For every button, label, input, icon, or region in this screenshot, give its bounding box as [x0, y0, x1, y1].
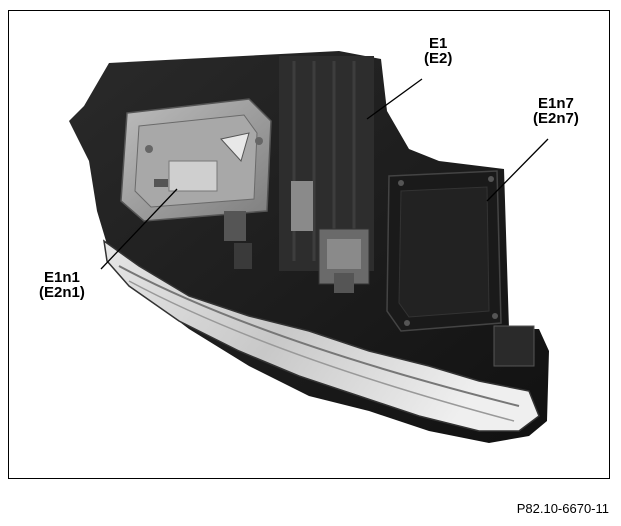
center-connector [318, 228, 370, 293]
callout-e1n1-main: E1n1 [43, 269, 80, 286]
photo-frame: E1 (E2) E1n7 (E2n7) E1n1 (E2n1) [8, 10, 610, 479]
figure-code: P82.10-6670-11 [516, 501, 609, 516]
callout-e1n7-alt: (E2n7) [533, 110, 579, 127]
leader-e1n1 [100, 188, 178, 270]
callout-e1-main: E1 [428, 35, 448, 52]
callout-e1n7-main: E1n7 [537, 95, 574, 112]
mounting-bracket [224, 211, 246, 241]
ballast-label [168, 160, 218, 192]
housing-clip [291, 181, 313, 231]
warning-triangle [220, 132, 250, 163]
leader-e1 [366, 78, 423, 120]
control-unit [386, 170, 502, 332]
callout-e1n1-alt: (E2n1) [39, 284, 85, 301]
connector-left [234, 243, 252, 269]
callout-e1: E1 (E2) [422, 35, 455, 67]
callout-e1n1: E1n1 (E2n1) [37, 269, 87, 301]
callout-e1-alt: (E2) [424, 50, 453, 67]
lens-edge [118, 265, 520, 407]
leader-e1n7 [486, 138, 549, 202]
ballast-module [120, 98, 272, 222]
headlamp-photo [69, 51, 549, 443]
lens-edge-lower [128, 280, 515, 422]
connector-right [493, 325, 535, 367]
callout-e1n7: E1n7 (E2n7) [531, 95, 581, 127]
